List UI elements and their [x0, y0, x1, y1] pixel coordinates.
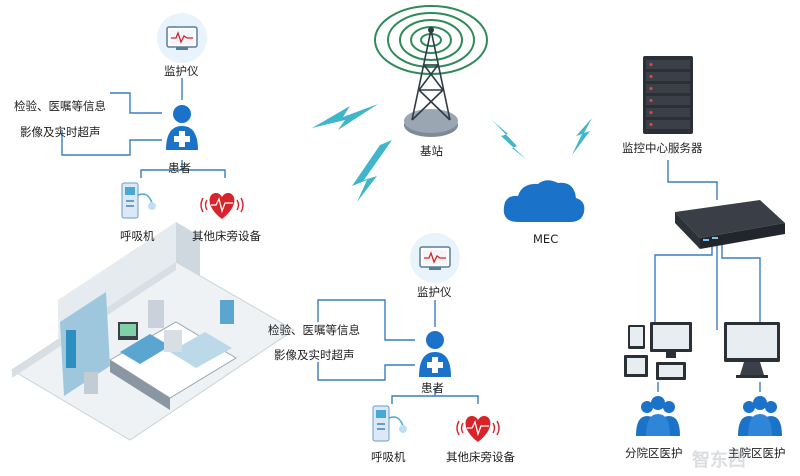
branch-staff-label: 分院区医护	[625, 446, 683, 460]
bottom-ventilator-icon	[372, 405, 407, 442]
top-patient-label: 患者	[168, 161, 191, 175]
top-connector-lines	[61, 78, 226, 178]
bottom-info-line2: 影像及实时超声	[274, 348, 355, 362]
mec-cloud-icon	[503, 180, 585, 222]
bottom-ventilator-label: 呼吸机	[371, 450, 406, 464]
watermark: 智东西	[692, 450, 746, 471]
top-monitor-label: 监护仪	[164, 64, 199, 78]
top-heart-monitor-icon	[200, 193, 244, 219]
top-bedside-label: 其他床旁设备	[192, 229, 261, 243]
base-station-signal-icon	[374, 5, 488, 75]
bottom-info-line1: 检验、医嘱等信息	[268, 323, 360, 337]
bottom-patient-icon	[419, 331, 451, 377]
branch-staff-icon	[636, 396, 680, 436]
server-label: 监控中心服务器	[622, 141, 703, 155]
server-rack-icon	[643, 56, 693, 134]
bottom-bedside-label: 其他床旁设备	[446, 450, 515, 464]
main-staff-label: 主院区医护	[728, 446, 786, 460]
main-staff-icon	[738, 396, 782, 436]
base-station-label: 基站	[420, 144, 443, 158]
icu-room-illustration	[11, 222, 295, 441]
main-monitor-icon	[724, 322, 780, 378]
top-info-line1: 检验、医嘱等信息	[14, 99, 106, 113]
bottom-monitor-icon	[410, 233, 460, 283]
bottom-monitor-label: 监护仪	[417, 285, 452, 299]
network-switch-icon	[675, 200, 785, 249]
signal-bolt-icon	[312, 104, 592, 202]
network-lines	[654, 160, 761, 392]
top-info-line2: 影像及实时超声	[20, 125, 101, 139]
base-station-tower-icon	[404, 27, 458, 137]
top-patient-icon	[166, 105, 198, 150]
top-monitor-icon	[157, 13, 207, 63]
bottom-connector-lines	[317, 299, 479, 404]
bottom-heart-monitor-icon	[456, 416, 500, 442]
top-ventilator-icon	[121, 182, 156, 219]
top-ventilator-label: 呼吸机	[120, 229, 155, 243]
mec-label: MEC	[533, 232, 559, 246]
branch-devices-icon	[624, 322, 692, 380]
bottom-patient-label: 患者	[421, 381, 444, 395]
